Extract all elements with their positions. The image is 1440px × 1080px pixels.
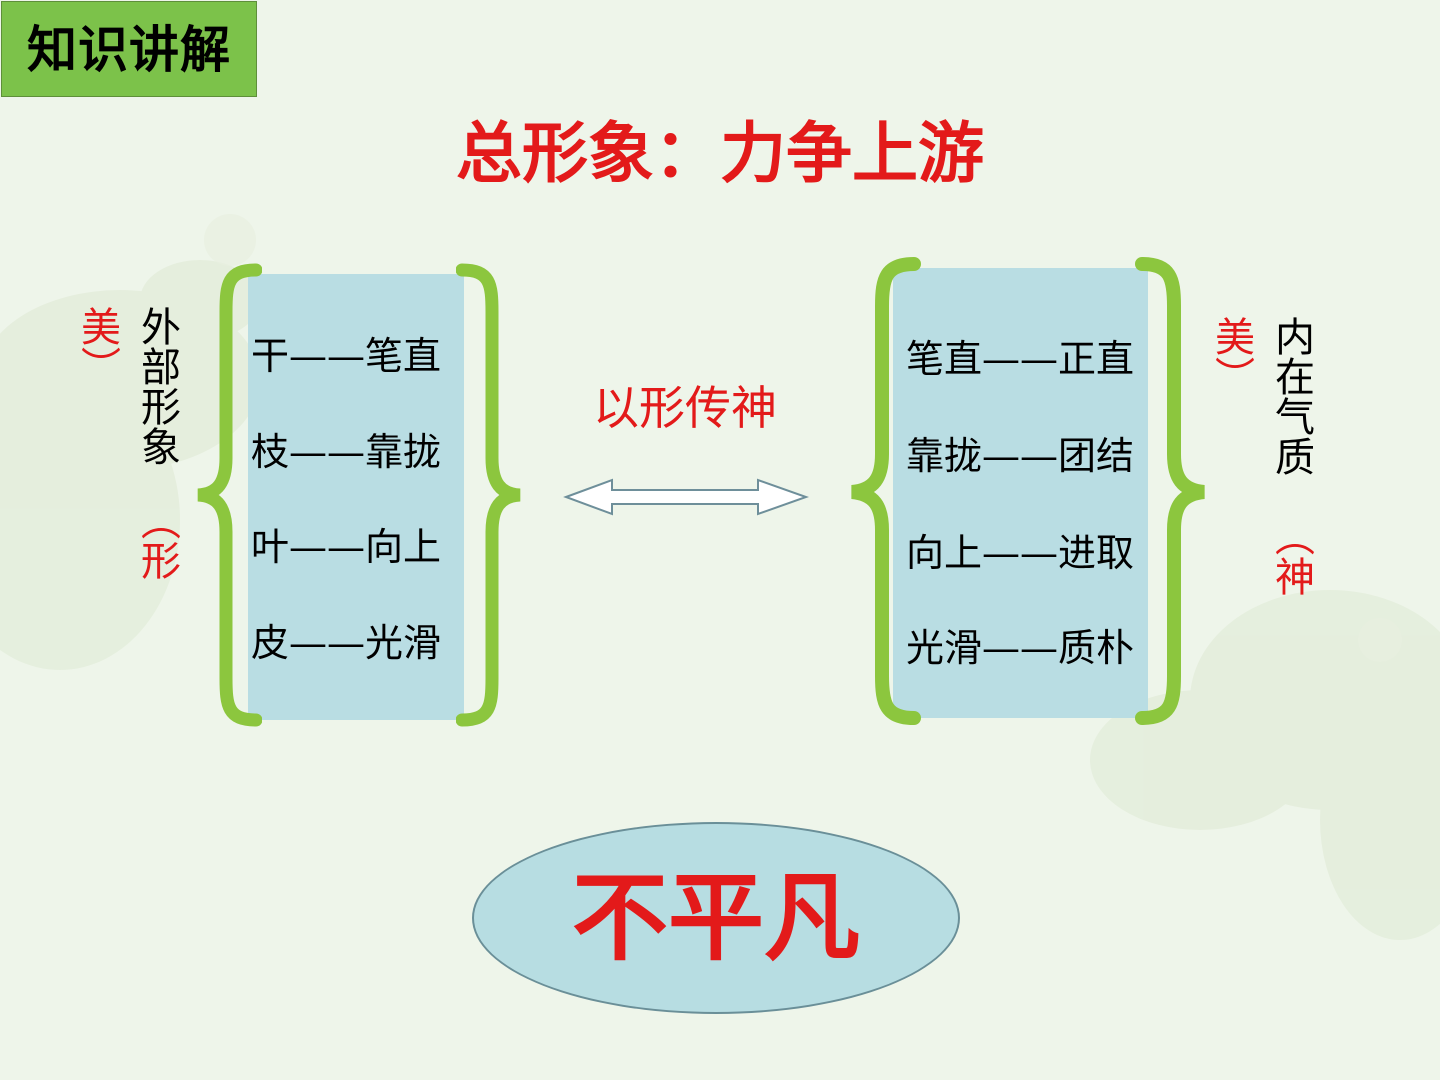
left-heading-note-part2: 美） [74,306,120,386]
right-panel [893,268,1148,718]
right-heading-note-part1: （神 [1268,516,1314,596]
right-brace-close [1135,257,1206,725]
left-brace-open [197,263,262,727]
right-row: 光滑——质朴 [906,626,1135,670]
double-arrow-icon [563,478,809,516]
right-row: 笔直——正直 [906,337,1135,381]
main-title: 总形象：力争上游 [456,114,984,192]
left-row: 叶——向上 [251,525,442,569]
right-row: 向上——进取 [906,531,1135,575]
right-heading-note-part2: 美） [1208,316,1254,396]
left-heading: 外部形象 [134,306,180,466]
section-tag: 知识讲解 [1,1,257,97]
left-row: 皮——光滑 [251,621,442,665]
left-panel [248,274,464,720]
left-row: 干——笔直 [251,334,442,378]
conclusion-text: 不平凡 [572,862,860,974]
right-brace-open [850,257,921,725]
conclusion-ellipse [472,822,960,1014]
left-row: 枝——靠拢 [251,430,442,474]
right-row: 靠拢——团结 [906,434,1135,478]
left-heading-note-part1: （形 [134,500,180,580]
right-heading: 内在气质 [1268,316,1314,476]
left-brace-close [456,263,521,727]
center-label: 以形传神 [593,381,777,435]
